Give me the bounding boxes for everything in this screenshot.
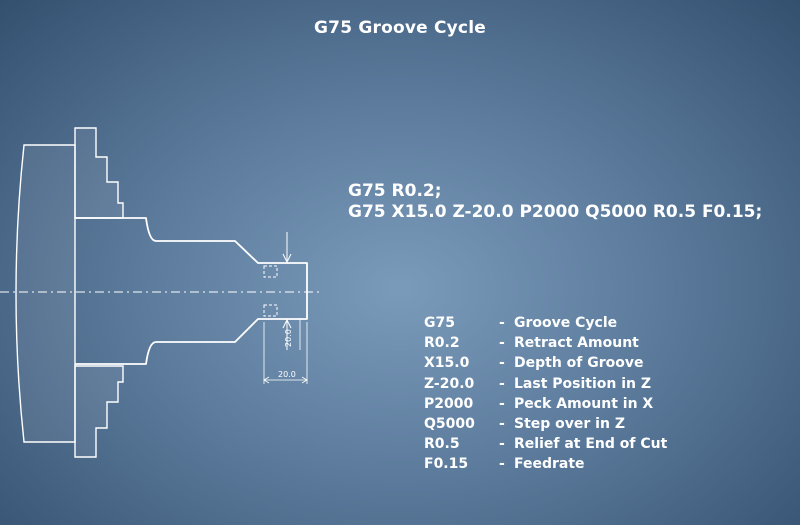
workpiece-outline (75, 217, 308, 365)
legend-separator: - (499, 456, 505, 473)
diagram-title: G75 Groove Cycle (314, 18, 486, 38)
legend-separator: - (499, 395, 505, 412)
length-arrowhead-right (301, 376, 308, 384)
legend-description: Relief at End of Cut (514, 436, 668, 453)
legend-description: Retract Amount (514, 335, 639, 352)
length-arrowhead-left (263, 376, 270, 384)
legend-separator: - (499, 315, 505, 331)
gcode-line-2: G75 X15.0 Z-20.0 P2000 Q5000 R0.5 F0.15; (348, 202, 763, 222)
legend-separator: - (499, 355, 505, 372)
upper-chuck-jaw (74, 127, 124, 219)
legend-code: F0.15 (424, 456, 469, 473)
legend-description: Feedrate (514, 456, 585, 473)
legend-code: G75 (424, 315, 455, 331)
legend-code: Z-20.0 (424, 375, 475, 392)
legend-code: Q5000 (424, 415, 475, 432)
legend-separator: - (499, 335, 505, 352)
legend-description: Groove Cycle (514, 315, 618, 331)
legend-code: P2000 (424, 395, 474, 412)
gcode-line-1: G75 R0.2; (348, 181, 442, 201)
legend-description: Depth of Groove (514, 355, 644, 372)
legend-separator: - (499, 375, 505, 392)
chuck-body (15, 144, 76, 443)
groove-depth-label: 20.0 (284, 329, 293, 347)
lower-groove-marker (263, 304, 278, 317)
upper-groove-marker (263, 265, 278, 278)
legend-description: Step over in Z (514, 415, 625, 432)
depth-arrowhead-top (282, 253, 292, 264)
legend-code: R0.2 (424, 335, 460, 352)
legend-code: X15.0 (424, 355, 470, 372)
legend-separator: - (499, 415, 505, 432)
legend-description: Last Position in Z (514, 375, 652, 392)
legend-separator: - (499, 436, 505, 453)
legend-code: R0.5 (424, 436, 460, 453)
legend-description: Peck Amount in X (514, 395, 654, 412)
depth-arrowhead-bottom (282, 318, 292, 329)
lower-chuck-jaw (74, 365, 124, 458)
gcode-block: G75 R0.2; G75 X15.0 Z-20.0 P2000 Q5000 R… (348, 181, 762, 223)
groove-length-label: 20.0 (278, 370, 296, 379)
